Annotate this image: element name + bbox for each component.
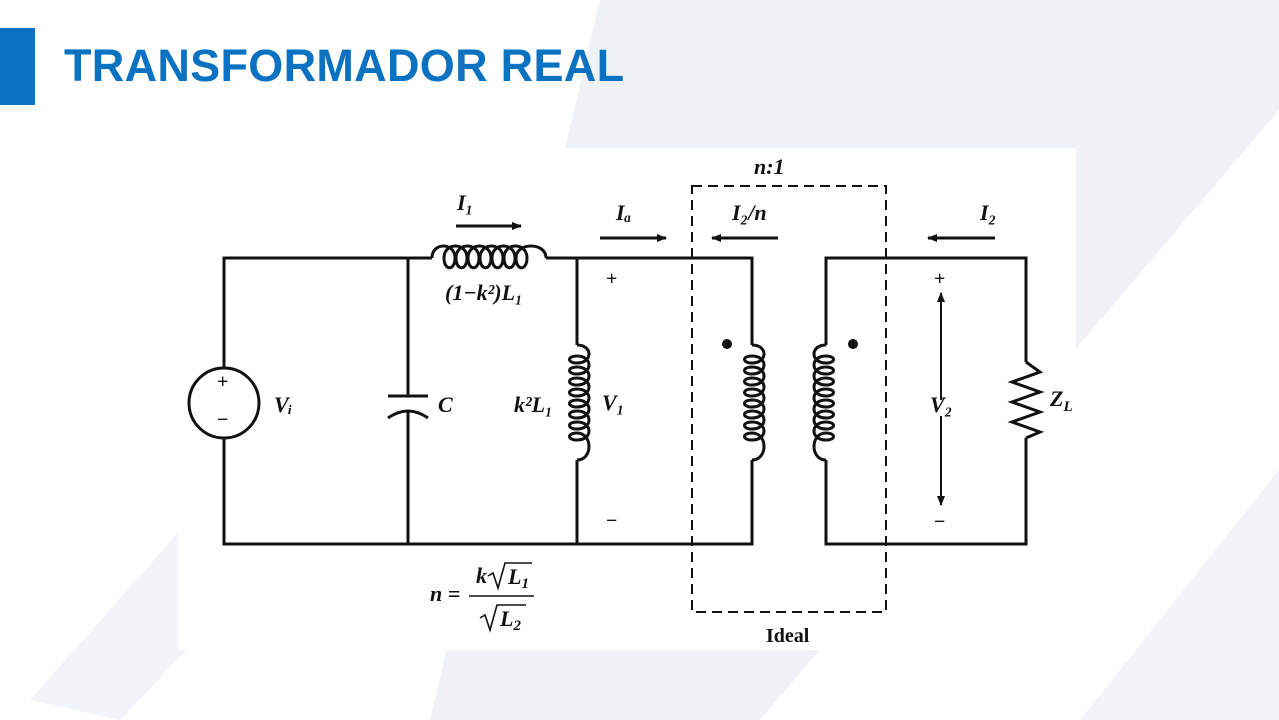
primary-winding — [743, 343, 766, 462]
voltage-V1: + V₁ − — [602, 268, 624, 532]
V2-plus: + — [934, 268, 945, 290]
voltage-V2: + V₂ − — [930, 268, 952, 533]
label-Ia: Iₐ — [615, 200, 631, 225]
load-label: ZL — [1049, 386, 1073, 415]
source-minus: − — [217, 409, 228, 431]
label-I2n: I₂/n — [731, 200, 767, 225]
leakage-label: (1−k²)L₁ — [445, 280, 523, 305]
V2-minus: − — [934, 511, 945, 533]
ideal-transformer: n:1 Ideal — [691, 154, 887, 647]
source-label: Vᵢ — [274, 392, 292, 417]
V1-label: V₁ — [602, 390, 624, 415]
title-accent-bar — [0, 28, 35, 105]
primary-polarity-dot — [722, 339, 732, 349]
load-symbol: Z — [1049, 386, 1063, 411]
leakage-coil — [430, 244, 548, 270]
slide-title: TRANSFORMADOR REAL — [64, 40, 625, 91]
capacitor: C — [387, 392, 453, 420]
load-subscript: L — [1062, 399, 1072, 415]
capacitor-label: C — [438, 392, 453, 417]
ideal-label: Ideal — [766, 625, 810, 647]
magnetizing-coil — [568, 343, 591, 462]
secondary-winding — [812, 343, 835, 462]
secondary-loop — [824, 256, 1028, 362]
current-Ia: Iₐ — [600, 200, 667, 242]
turns-ratio-formula: n = k L1 L2 — [430, 562, 534, 634]
source-plus: + — [217, 371, 228, 393]
top-wire-mid — [546, 256, 754, 345]
circuit-wires — [222, 256, 1028, 546]
voltage-source: + − Vᵢ — [187, 366, 292, 440]
current-I2: I₂ — [927, 200, 996, 242]
transformer-ratio: n:1 — [754, 154, 785, 179]
denominator-radical — [479, 604, 526, 633]
V1-plus: + — [606, 268, 617, 290]
formula-num-L: L1 — [507, 564, 529, 592]
load-impedance: ZL — [1007, 360, 1073, 440]
secondary-lower-wire — [824, 438, 1028, 546]
ideal-transformer-box — [691, 185, 887, 613]
V2-label: V₂ — [930, 392, 952, 417]
numerator-radical — [487, 562, 532, 591]
label-I1: I₁ — [456, 190, 473, 215]
secondary-polarity-dot — [848, 339, 858, 349]
current-I1: I₁ — [456, 190, 522, 230]
primary-lower-wire — [222, 438, 754, 546]
magnetizing-label: k²L₁ — [514, 392, 553, 417]
capacitor-plate-bottom — [387, 409, 429, 420]
formula-num-k: k — [476, 563, 487, 588]
source-circle — [187, 366, 261, 440]
numerator-sub: 1 — [521, 576, 529, 592]
V1-minus: − — [606, 510, 617, 532]
formula-lhs: n = — [430, 581, 460, 606]
magnetizing-inductor: k²L₁ — [514, 343, 591, 462]
denominator-sub: 2 — [512, 618, 521, 634]
leakage-inductor: (1−k²)L₁ — [430, 244, 548, 305]
top-wire-left — [222, 256, 432, 368]
label-I2: I₂ — [979, 200, 996, 225]
formula-den-L: L2 — [499, 606, 521, 634]
decor-shape — [1080, 470, 1279, 720]
denominator-L: L — [499, 606, 513, 631]
figure-panel — [178, 148, 1076, 650]
load-resistor — [1007, 360, 1045, 440]
numerator-L: L — [507, 564, 521, 589]
current-I2n: I₂/n — [711, 200, 778, 242]
